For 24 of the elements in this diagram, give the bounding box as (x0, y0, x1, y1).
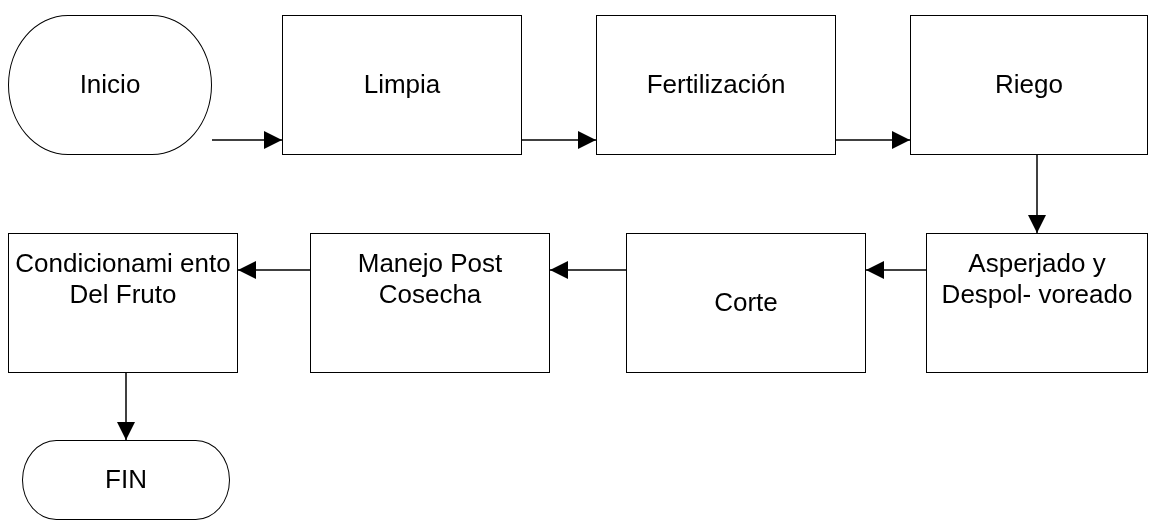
process-box (626, 233, 866, 373)
node-label: Riego (995, 69, 1063, 101)
process-box (8, 233, 238, 373)
node-label: Fertilización (646, 69, 786, 101)
node-label: FIN (105, 464, 147, 496)
node-label: Limpia (363, 69, 441, 101)
process-box (910, 15, 1148, 155)
arrow (1028, 154, 1046, 234)
process-box (310, 233, 550, 373)
arrow (835, 131, 911, 149)
arrow (865, 261, 927, 279)
process-box (926, 233, 1148, 373)
node-label: Inicio (79, 69, 141, 101)
node-label: Condicionami ento Del Fruto (14, 248, 232, 311)
arrow (117, 372, 135, 441)
arrow (237, 261, 311, 279)
process-box (282, 15, 522, 155)
arrow (211, 131, 283, 149)
process-box (596, 15, 836, 155)
arrow (521, 131, 597, 149)
node-label: Corte (714, 287, 778, 319)
node-label: Manejo Post Cosecha (356, 248, 504, 311)
arrow (549, 261, 627, 279)
node-label: Asperjado y Despol- voreado (940, 248, 1134, 311)
